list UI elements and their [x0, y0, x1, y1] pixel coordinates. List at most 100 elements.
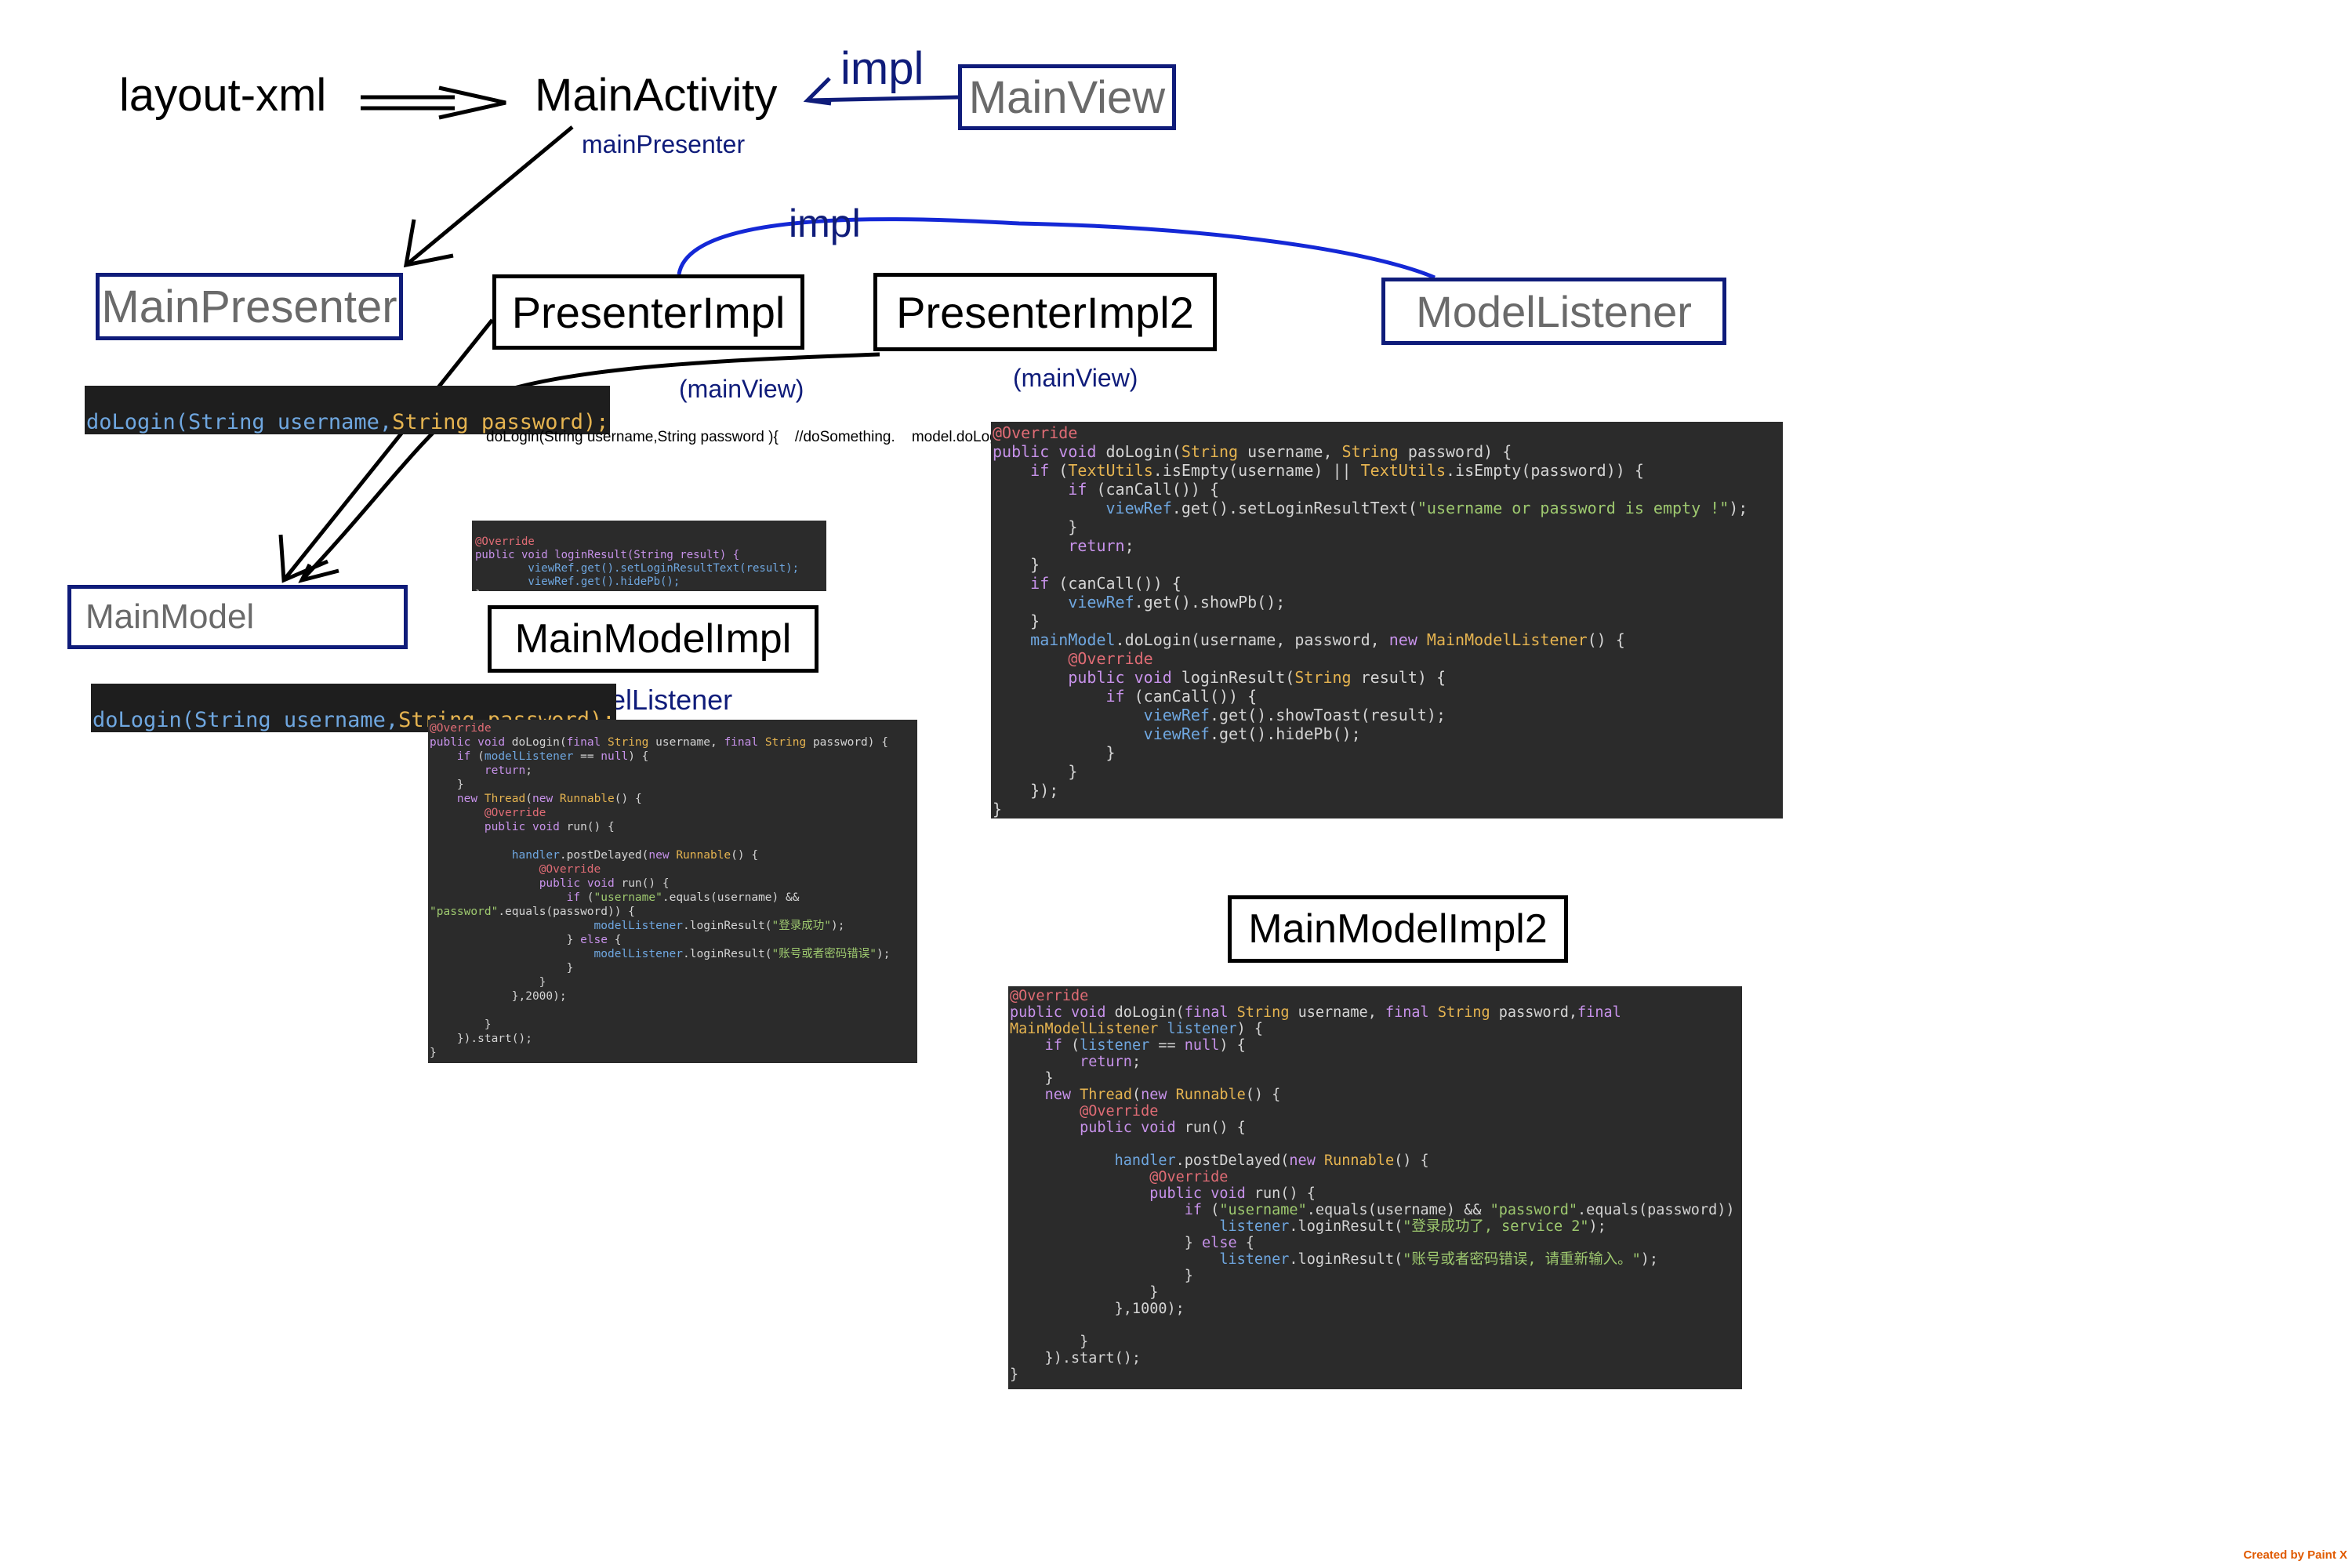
- layout-to-activity-arrow: [361, 85, 506, 120]
- presenter-signature-code: doLogin(String username,String password)…: [85, 386, 611, 434]
- plain-code-line: doLogin(String username,String password …: [486, 429, 779, 445]
- plain-code-line: //doSomething.: [778, 429, 895, 445]
- credit-label: Created by Paint X: [2243, 1548, 2347, 1562]
- code-line: if (canCall()) {: [1030, 574, 1181, 593]
- code-line: return;: [1068, 536, 1134, 555]
- code-line: @Override: [1010, 1103, 1159, 1120]
- code-line: viewRef.get().hidePb();: [1143, 724, 1361, 743]
- code-line: }: [430, 1018, 492, 1031]
- presenter-impl2-box: PresenterImpl2: [873, 273, 1217, 351]
- code-line: public void run() {: [539, 877, 670, 890]
- code-line: });: [993, 781, 1059, 800]
- code-line: if (modelListener == null) {: [456, 750, 649, 763]
- code-line: new Thread(new Runnable() {: [1044, 1087, 1281, 1103]
- code-line: }: [430, 976, 546, 989]
- model-listener-label: ModelListener: [1416, 286, 1692, 336]
- code-line: }: [430, 962, 574, 975]
- main-model-box: MainModel: [67, 585, 408, 649]
- main-activity-label: MainActivity: [535, 70, 778, 121]
- code-line: ​: [430, 834, 916, 848]
- code-line: public void doLogin(String username, Str…: [993, 442, 1512, 461]
- main-view-label: MainView: [968, 71, 1166, 123]
- main-model-impl2-box: MainModelImpl2: [1228, 895, 1568, 963]
- model-listener-box: ModelListener: [1381, 278, 1726, 345]
- code-line: }: [1010, 1268, 1193, 1284]
- main-model-impl2-label: MainModelImpl2: [1248, 906, 1548, 952]
- code-line: viewRef.get().setLoginResultText(result)…: [475, 562, 800, 575]
- code-line: @Override: [993, 423, 1078, 442]
- code-line: }: [993, 743, 1116, 762]
- main-presenter-label: MainPresenter: [101, 281, 397, 332]
- code-line: viewRef.get().hidePb();: [475, 575, 681, 588]
- code-line: public void doLogin(final String usernam…: [430, 736, 888, 749]
- main-view-param-2: (mainView): [1013, 364, 1138, 392]
- code-line: ​: [430, 1004, 916, 1018]
- code-line: }: [993, 762, 1078, 781]
- code-line: public void run() {: [1080, 1120, 1246, 1136]
- code-line: }: [430, 1047, 437, 1059]
- code-line: public void run() {: [1149, 1185, 1316, 1202]
- main-model-impl-label: MainModelImpl: [514, 616, 792, 662]
- activity-to-presenter-arrow: [403, 125, 574, 268]
- code-line: }).start();: [430, 1033, 532, 1045]
- presenter-impl-box: PresenterImpl: [492, 274, 804, 350]
- model-sig-line1: doLogin(String username,: [93, 708, 399, 732]
- code-line: @Override: [430, 863, 601, 876]
- code-line: MainModelListener listener) {: [1010, 1021, 1264, 1037]
- code-line: }: [475, 589, 823, 591]
- impl-arrow-mainview: [803, 77, 959, 106]
- code-line: viewRef.get().showToast(result);: [1143, 706, 1446, 724]
- impl-curve: [677, 217, 1436, 280]
- main-presenter-box: MainPresenter: [96, 273, 403, 340]
- code-line: public void doLogin(final String usernam…: [1010, 1004, 1621, 1021]
- main-model-label: MainModel: [85, 597, 255, 636]
- code-line: new Thread(new Runnable() {: [456, 793, 642, 805]
- code-line: }: [993, 612, 1040, 630]
- code-line: } else {: [1010, 1235, 1254, 1251]
- code-line: handler.postDelayed(new Runnable() {: [1114, 1152, 1429, 1169]
- code-line: }: [1010, 1367, 1019, 1383]
- main-presenter-field-label: mainPresenter: [582, 130, 746, 158]
- code-line: if ("username".equals(username) && "pass…: [1184, 1202, 1742, 1218]
- main-model-impl-box: MainModelImpl: [488, 605, 818, 673]
- code-line: ​: [1010, 1317, 1740, 1334]
- presenter-sig-line1: doLogin(String username,: [86, 410, 393, 434]
- code-line: @Override: [993, 649, 1153, 668]
- presenter-impl-label: PresenterImpl: [511, 287, 786, 337]
- code-line: }: [993, 555, 1040, 574]
- main-view-box: MainView: [958, 64, 1176, 130]
- code-line: public void loginResult(String result) {: [475, 549, 740, 561]
- code-line: viewRef.get().showPb();: [1068, 593, 1286, 612]
- code-line: if (canCall()) {: [1105, 687, 1258, 706]
- code-line: @Override: [1010, 988, 1089, 1004]
- code-line: } else {: [430, 934, 622, 946]
- code-line: }: [1010, 1334, 1089, 1350]
- code-line: public void run() {: [484, 821, 615, 833]
- code-line: handler.postDelayed(new Runnable() {: [511, 849, 759, 862]
- code-line: listener.loginResult("登录成功了, service 2")…: [1219, 1218, 1606, 1235]
- presenterimpl-to-model-arrow: [278, 318, 494, 583]
- main-view-param-1: (mainView): [679, 375, 804, 403]
- presenter-sig-line2: String password);: [392, 410, 609, 434]
- code-line: mainModel.doLogin(username, password, ne…: [1030, 630, 1625, 649]
- code-line: }: [1010, 1070, 1054, 1087]
- code-line: }).start();: [1010, 1350, 1142, 1367]
- layout-xml-label: layout-xml: [119, 70, 327, 121]
- code-line: }: [430, 779, 464, 791]
- code-line: if (canCall()) {: [1068, 480, 1219, 499]
- code-line: @Override: [430, 722, 492, 735]
- code-line: },2000);: [430, 990, 567, 1003]
- code-line: if (listener == null) {: [1044, 1037, 1246, 1054]
- code-line: return;: [1080, 1054, 1142, 1070]
- presenter-impl2-label: PresenterImpl2: [896, 287, 1194, 337]
- code-line: return;: [484, 764, 532, 777]
- impl-label-curve: impl: [789, 201, 861, 245]
- code-line: }: [1010, 1284, 1159, 1301]
- code-line: if ("username".equals(username) &&: [566, 891, 800, 904]
- code-line: modelListener.loginResult("登录成功");: [593, 920, 845, 932]
- code-line: viewRef.get().setLoginResultText("userna…: [1105, 499, 1748, 517]
